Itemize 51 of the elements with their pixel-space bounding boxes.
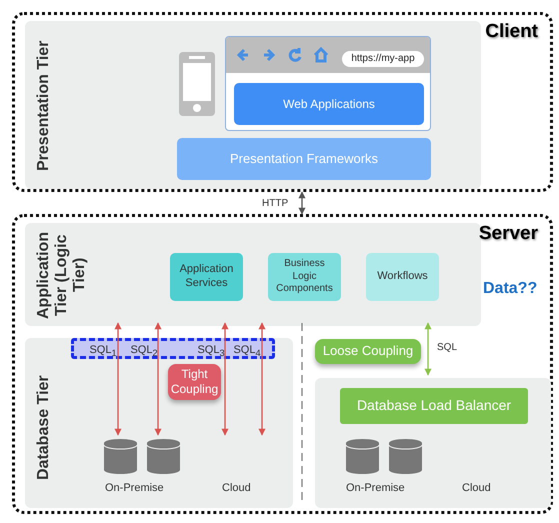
edge-label: HTTP — [262, 198, 288, 209]
panel — [315, 378, 551, 508]
box-label: Business Logic Components — [275, 258, 334, 296]
url-field — [342, 51, 424, 67]
query-label: SQL$_{2}$ — [129, 344, 159, 360]
arrow — [424, 322, 432, 376]
dotted-frame — [12, 12, 553, 192]
tier-panel — [25, 223, 481, 326]
workflow-box — [366, 253, 439, 301]
frame-title: Server — [478, 223, 538, 245]
arrow — [298, 191, 306, 215]
frame-title: Client — [485, 21, 538, 43]
box-label: Presentation Frameworks — [228, 150, 380, 168]
database-cylinder — [103, 438, 138, 475]
arrow — [114, 322, 122, 436]
arrow — [154, 322, 162, 436]
arrow — [258, 322, 266, 436]
service-box — [170, 253, 243, 301]
group-caption: On-Premise — [346, 482, 405, 494]
framework-box — [177, 138, 431, 180]
box-label: Tight Coupling — [170, 367, 220, 397]
box-label: Web Applications — [282, 96, 376, 112]
box-label: Loose Coupling — [322, 343, 414, 360]
dotted-frame — [12, 214, 553, 514]
database-cylinder — [345, 438, 380, 475]
box-label: Database Load Balancer — [356, 397, 512, 415]
query-label: SQL$_{3}$ — [196, 344, 226, 360]
component-box — [268, 253, 341, 301]
group-caption: Cloud — [462, 482, 491, 494]
tier-panel — [25, 338, 293, 508]
tier-label: Database Tier — [35, 374, 53, 482]
box-label: https://my-app — [350, 52, 416, 66]
coupling-box — [315, 339, 421, 364]
browser-window — [225, 36, 431, 131]
arrow — [222, 322, 228, 436]
dashed-group-box — [71, 338, 275, 359]
database-cylinder — [146, 438, 181, 475]
box-label: Application Services — [178, 263, 234, 291]
tier-label: Presentation Tier — [35, 40, 53, 174]
query-label: SQL$_{1}$ — [88, 344, 118, 360]
group-caption: Cloud — [222, 482, 251, 494]
query-label: SQL$_{4}$ — [232, 344, 262, 360]
app-box — [234, 83, 424, 125]
database-cylinder — [388, 438, 423, 475]
tier-panel — [25, 21, 481, 189]
note-text: Data?? — [483, 280, 538, 298]
tier-label: Application Tier (Logic Tier) — [35, 230, 89, 321]
balancer-box — [340, 388, 528, 424]
box-label: Workflows — [376, 270, 429, 284]
group-caption: On-Premise — [105, 482, 164, 494]
edge-label: SQL — [437, 342, 458, 353]
